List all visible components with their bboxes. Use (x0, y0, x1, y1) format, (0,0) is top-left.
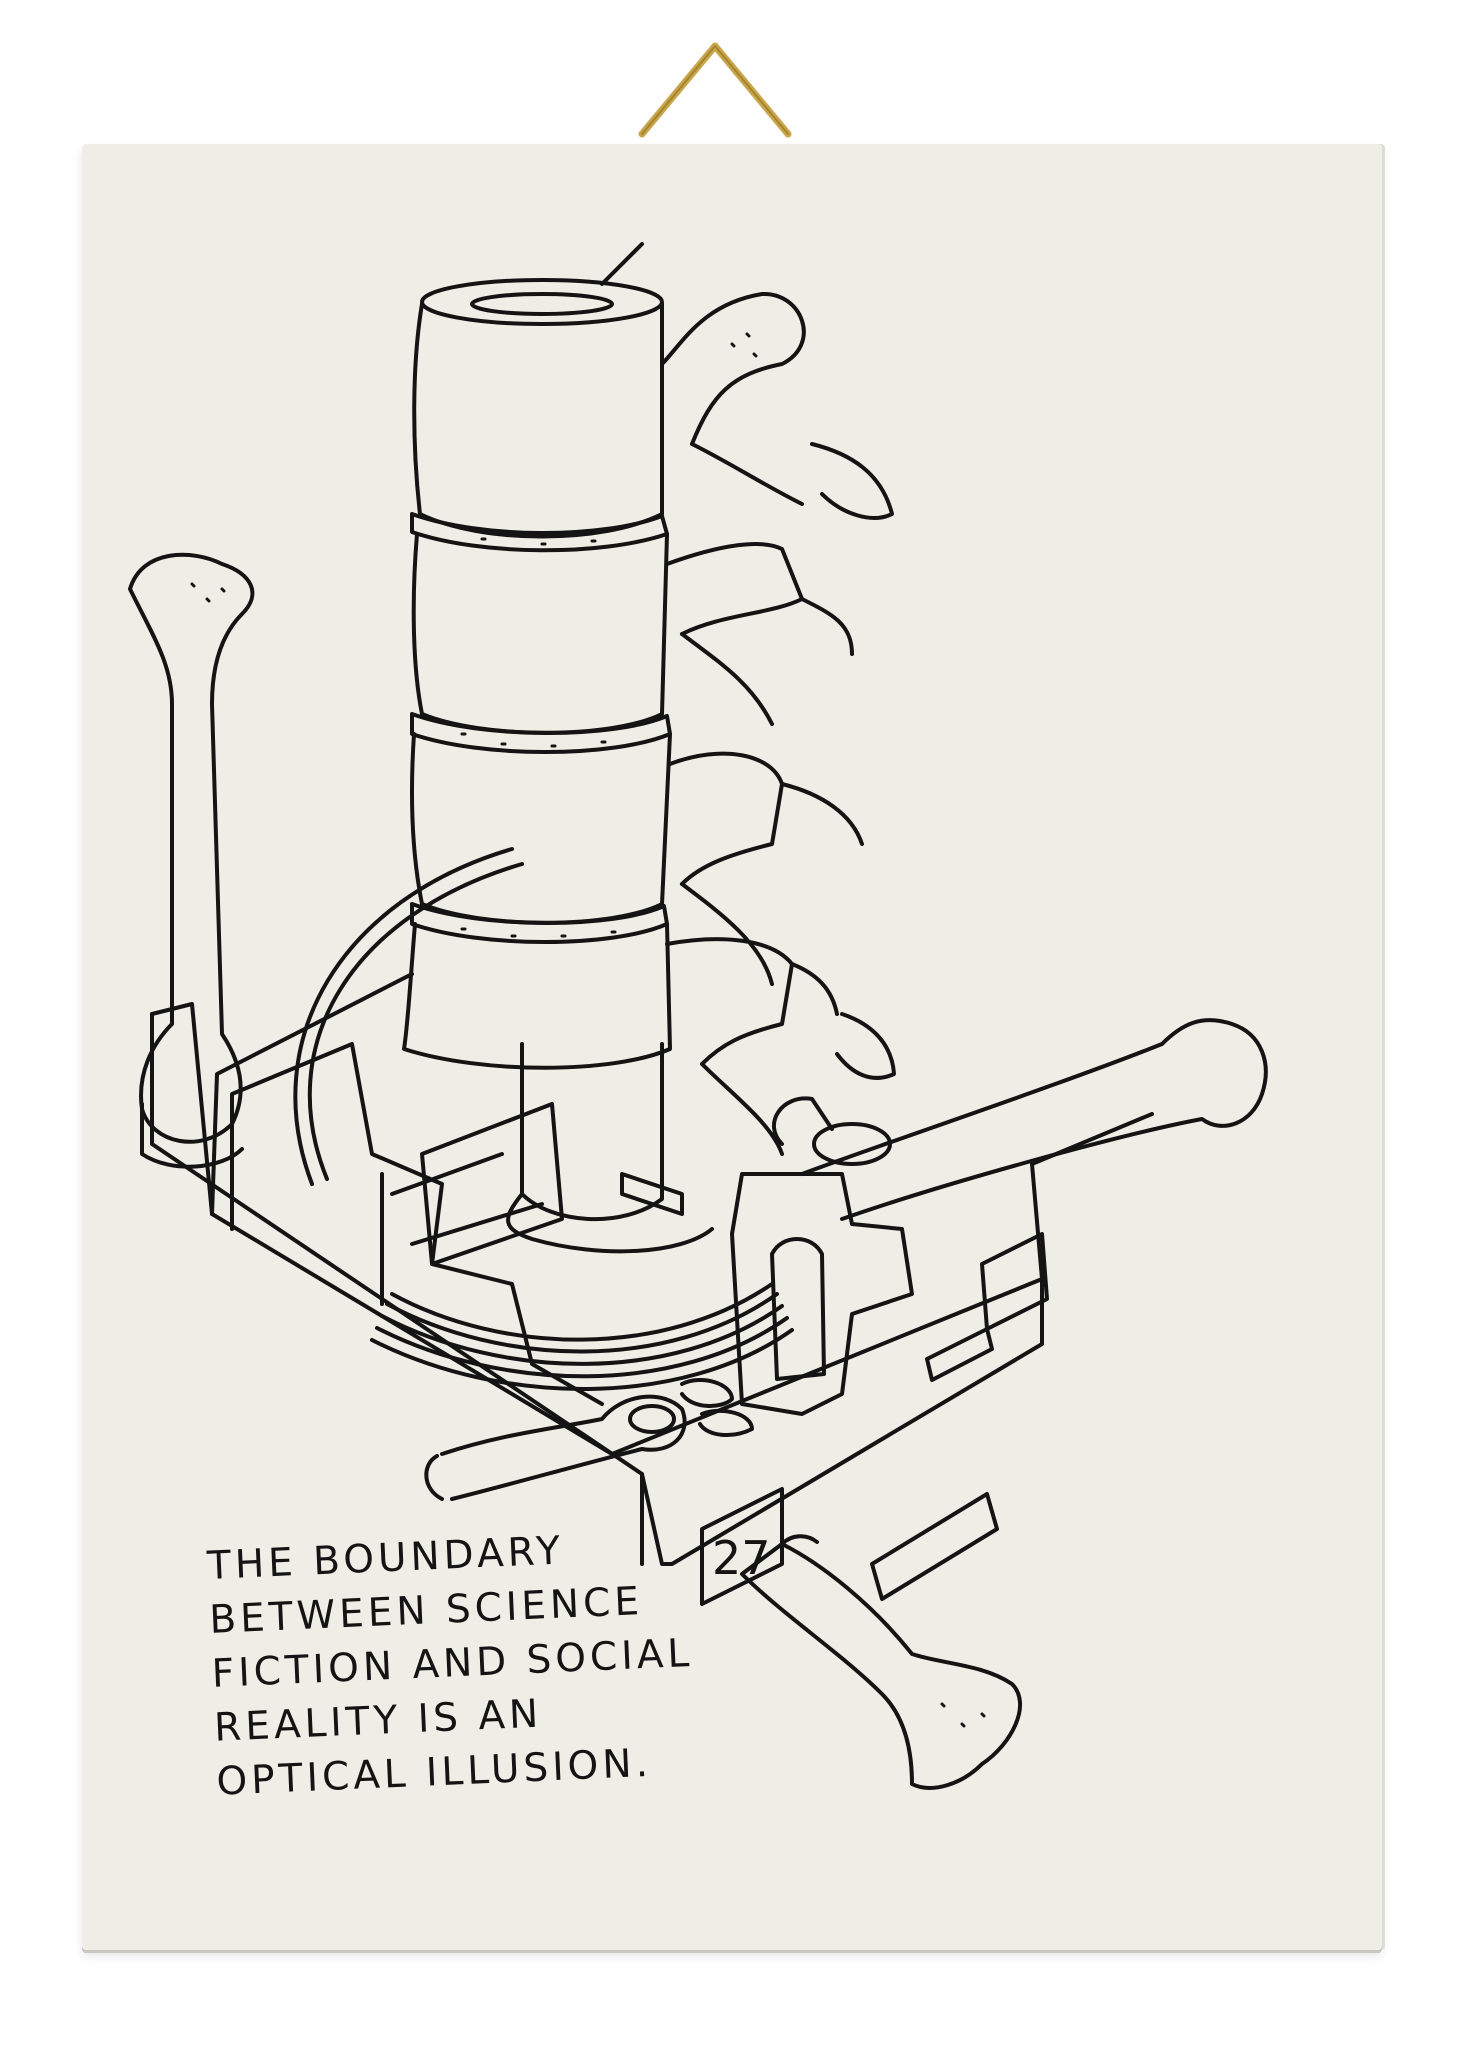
actuator-arm (620, 1172, 914, 1437)
spindle-column (506, 1042, 714, 1254)
protruding-bone (740, 1534, 1023, 1790)
canvas-board: 27 (82, 144, 1382, 1950)
platter-stack (293, 847, 794, 1391)
wire-hanger-icon (638, 42, 792, 138)
spinous-processes (780, 442, 896, 1080)
crossing-bone (771, 1018, 1268, 1221)
front-wrench-bone (424, 1394, 687, 1501)
vertebra-stack (402, 242, 854, 1156)
bone-texture-stipple (190, 332, 986, 1728)
spine-hard-drive-illustration: 27 (128, 242, 1268, 1790)
hard-drive-case: 27 (150, 972, 1154, 1606)
caption-quote: THE BOUNDARY BETWEEN SCIENCE FICTION AND… (206, 1520, 694, 1810)
upright-bone (128, 552, 255, 1169)
